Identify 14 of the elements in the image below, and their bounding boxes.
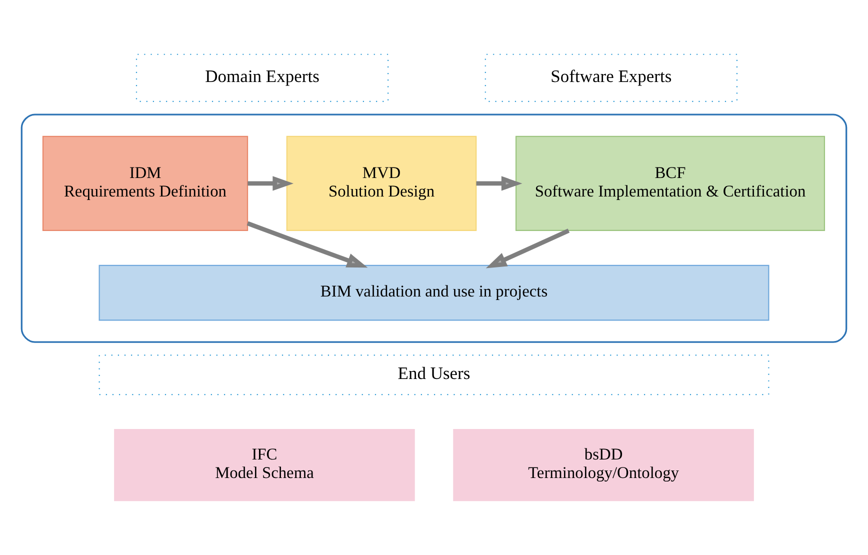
node-box: End Users xyxy=(98,354,770,396)
node-box: MVD Solution Design xyxy=(286,136,477,232)
cluster xyxy=(20,114,848,343)
node-box: IDM Requirements Definition xyxy=(42,136,248,232)
arrow xyxy=(476,176,522,191)
arrow xyxy=(486,228,570,268)
arrow xyxy=(246,221,368,268)
node-box: Domain Experts xyxy=(136,54,389,102)
node-box: BIM validation and use in projects xyxy=(98,264,770,321)
node-box: bsDD Terminology/Ontology xyxy=(453,428,754,502)
arrow xyxy=(248,176,294,191)
node-box: Software Experts xyxy=(484,54,738,102)
node-box: IFC Model Schema xyxy=(114,428,415,502)
node-box: BCF Software Implementation & Certification xyxy=(515,136,826,232)
